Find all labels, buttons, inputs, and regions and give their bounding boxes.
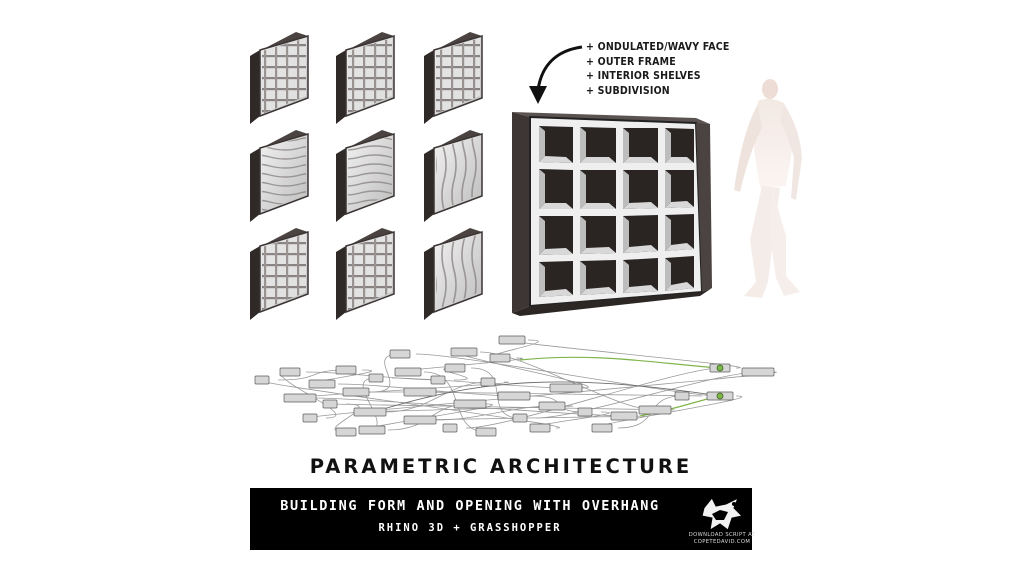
graph-node xyxy=(450,347,478,357)
graph-node xyxy=(308,379,336,389)
graph-node xyxy=(549,383,583,393)
graph-node xyxy=(480,377,496,387)
graph-output-node xyxy=(716,364,724,372)
banner-subtitle: RHINO 3D + GRASSHOPPER xyxy=(378,522,562,534)
grasshopper-definition xyxy=(254,335,777,437)
panel-thumbnail xyxy=(424,130,483,222)
shelf-cells xyxy=(539,126,694,297)
shelf-cell xyxy=(539,261,573,297)
curved-arrow-icon xyxy=(529,45,583,104)
graph-node xyxy=(389,349,411,359)
download-note: DOWNLOAD SCRIPT AT COPETEDAVID.COM xyxy=(684,532,760,545)
panel-thumbnail xyxy=(424,32,483,124)
title-banner: BUILDING FORM AND OPENING WITH OVERHANG … xyxy=(250,488,755,550)
shelf-cell xyxy=(665,170,694,208)
graph-node xyxy=(403,387,437,397)
graph-output-node xyxy=(716,392,724,400)
graph-node xyxy=(368,373,384,383)
shelf-cell xyxy=(539,169,573,209)
feature-list: + ONDULATED/WAVY FACE + OUTER FRAME + IN… xyxy=(586,40,766,98)
panel-thumbnail xyxy=(250,32,309,124)
shelf-cell xyxy=(623,128,658,163)
feature-item: + SUBDIVISION xyxy=(586,84,670,97)
graph-node xyxy=(358,425,386,435)
graph-node xyxy=(353,407,387,417)
panel-thumbnail xyxy=(250,130,309,222)
shelf-cell xyxy=(623,215,658,253)
graph-node xyxy=(498,335,526,345)
graph-node xyxy=(342,387,370,397)
banner-title: BUILDING FORM AND OPENING WITH OVERHANG xyxy=(280,498,660,514)
shelf-cell xyxy=(539,126,573,163)
page-title: PARAMETRIC ARCHITECTURE xyxy=(309,455,693,478)
graph-node xyxy=(489,353,511,363)
human-figure xyxy=(734,79,802,298)
shelf-cell xyxy=(580,127,616,163)
shelf-cell xyxy=(665,128,694,163)
graph-node xyxy=(394,367,422,377)
shelf-model xyxy=(512,112,712,316)
graph-node xyxy=(430,375,446,385)
graph-node xyxy=(475,427,497,437)
shelf-cell xyxy=(580,170,616,209)
graph-node xyxy=(442,423,458,433)
graph-node xyxy=(254,375,270,385)
shelf-cell xyxy=(665,256,694,291)
panel-thumbnail xyxy=(424,228,483,320)
panel-thumbnail xyxy=(336,130,395,222)
panel-variations xyxy=(250,32,483,320)
rhino-logo-icon xyxy=(701,496,744,531)
graph-wire xyxy=(465,367,721,429)
graph-node xyxy=(283,393,317,403)
feature-item: + OUTER FRAME xyxy=(586,55,676,68)
graph-node xyxy=(444,363,466,373)
graph-wire xyxy=(277,369,347,381)
panel-thumbnail xyxy=(336,228,395,320)
graph-wire xyxy=(415,353,721,397)
panel-thumbnail xyxy=(250,228,309,320)
graph-node xyxy=(335,427,357,437)
graph-node xyxy=(638,405,672,415)
graph-node xyxy=(577,407,593,417)
graph-wire xyxy=(391,377,567,389)
graph-node xyxy=(741,367,775,377)
graph-node xyxy=(538,401,566,411)
graph-node xyxy=(403,415,437,425)
shelf-cell xyxy=(665,214,694,251)
graph-node xyxy=(453,399,487,409)
graph-node xyxy=(591,423,613,433)
panel-thumbnail xyxy=(336,32,395,124)
graph-node xyxy=(529,423,551,433)
feature-item: + INTERIOR SHELVES xyxy=(586,70,701,82)
graph-node xyxy=(279,367,301,377)
graph-node xyxy=(610,411,638,421)
graph-wire xyxy=(379,381,721,411)
graph-node xyxy=(674,391,690,401)
shelf-cell xyxy=(580,260,616,295)
download-line: DOWNLOAD SCRIPT AT xyxy=(688,532,756,538)
graph-node xyxy=(497,391,531,401)
shelf-cell xyxy=(623,170,658,209)
graph-node xyxy=(512,413,528,423)
feature-item: + ONDULATED/WAVY FACE xyxy=(586,41,730,53)
shelf-cell xyxy=(539,216,573,255)
download-url[interactable]: COPETEDAVID.COM xyxy=(693,538,751,545)
shelf-cell xyxy=(580,216,616,254)
graph-node xyxy=(335,365,357,375)
graph-node xyxy=(322,399,338,409)
graph-wire xyxy=(519,356,721,369)
shelf-cell xyxy=(623,258,658,293)
graph-node xyxy=(302,413,318,423)
graph-wire xyxy=(508,339,741,369)
